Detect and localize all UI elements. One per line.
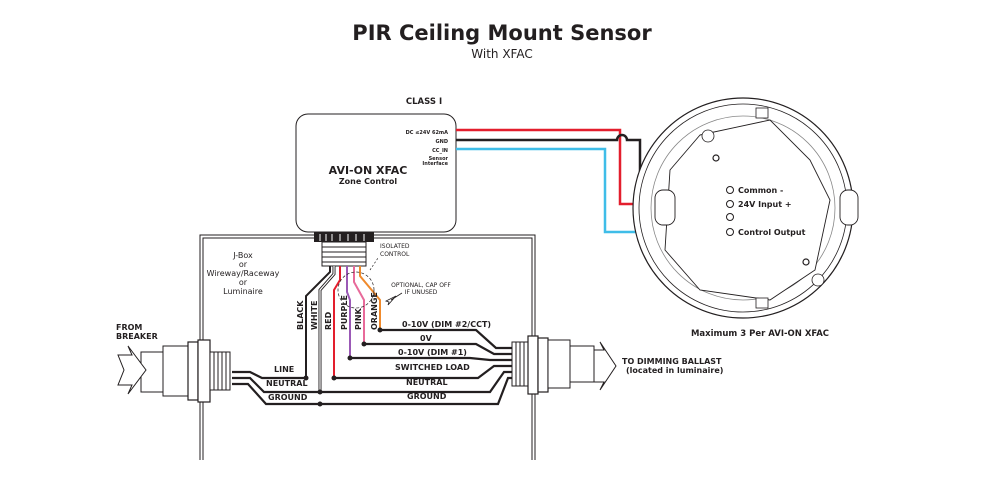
svg-text:Common -: Common - <box>738 186 783 195</box>
svg-text:WHITE: WHITE <box>310 301 319 330</box>
svg-text:Luminaire: Luminaire <box>223 287 263 296</box>
svg-text:BREAKER: BREAKER <box>116 332 158 341</box>
isolated-control-label: ISOLATED CONTROL <box>380 243 410 258</box>
class-label: CLASS I <box>406 97 442 107</box>
wire-orange <box>359 266 381 330</box>
jbox-label: J-Box or Wireway/Raceway or Luminaire <box>207 251 280 296</box>
svg-text:DC ≤24V 62mA: DC ≤24V 62mA <box>406 130 448 136</box>
isolated-control-pointer <box>369 257 379 271</box>
svg-text:NEUTRAL: NEUTRAL <box>406 378 448 387</box>
diagram-title: PIR Ceiling Mount Sensor <box>352 21 652 45</box>
sensor-terminals <box>726 186 734 236</box>
svg-text:PURPLE: PURPLE <box>340 295 349 330</box>
sensor-caption: Maximum 3 Per AVI-ON XFAC <box>691 329 829 339</box>
junction-dots <box>303 327 383 407</box>
from-breaker-label: FROM BREAKER <box>116 323 158 341</box>
lead-wires <box>305 266 381 392</box>
wire-pink <box>353 266 365 344</box>
svg-text:24V Input +: 24V Input + <box>738 200 792 209</box>
svg-text:0-10V (DIM #1): 0-10V (DIM #1) <box>398 348 467 357</box>
svg-text:OPTIONAL, CAP OFF: OPTIONAL, CAP OFF <box>391 282 451 289</box>
svg-text:CC_IN: CC_IN <box>432 148 448 154</box>
svg-text:Control Output: Control Output <box>738 228 806 237</box>
pir-sensor-base <box>632 97 859 319</box>
wire-black <box>305 266 331 378</box>
left-circuit-wires <box>232 370 320 406</box>
svg-text:ISOLATED: ISOLATED <box>380 243 410 250</box>
svg-text:GROUND: GROUND <box>407 392 447 401</box>
svg-text:GROUND: GROUND <box>268 393 308 402</box>
svg-text:LINE: LINE <box>274 365 294 374</box>
svg-text:PINK: PINK <box>354 307 363 330</box>
svg-text:CONTROL: CONTROL <box>380 251 410 258</box>
svg-text:Sensor: Sensor <box>429 156 449 162</box>
optional-arrow-icon <box>384 292 403 306</box>
terminal-control <box>726 228 734 236</box>
terminal-common <box>726 186 734 194</box>
terminal-unused <box>726 213 734 221</box>
controller-terminal-labels: DC ≤24V 62mA GND CC_IN Sensor Interface <box>406 130 449 167</box>
svg-text:or: or <box>239 278 248 287</box>
xfac-controller-box <box>295 113 457 233</box>
sensor-terminal-labels: Common - 24V Input + Control Output <box>738 186 806 237</box>
isolated-control-marker <box>337 271 375 309</box>
left-circuit-labels: LINE NEUTRAL GROUND <box>266 365 308 402</box>
terminal-24v <box>726 200 734 208</box>
wire-common-black <box>456 133 728 192</box>
wire-red <box>333 266 341 378</box>
controller-name: AVI-ON XFAC <box>329 164 408 177</box>
left-conduit-fitting <box>140 339 231 403</box>
svg-text:NEUTRAL: NEUTRAL <box>266 379 308 388</box>
svg-text:(located in luminaire): (located in luminaire) <box>626 366 723 375</box>
svg-text:BLACK: BLACK <box>296 300 305 330</box>
svg-text:Interface: Interface <box>422 161 448 167</box>
svg-text:GND: GND <box>436 139 448 145</box>
svg-text:RED: RED <box>324 311 333 330</box>
wire-purple <box>346 266 351 358</box>
to-ballast-label: TO DIMMING BALLAST (located in luminaire… <box>622 357 723 375</box>
controller-subname: Zone Control <box>339 177 398 186</box>
to-ballast-arrow-icon <box>593 341 617 391</box>
circuit-labels: 0-10V (DIM #2/CCT) 0V 0-10V (DIM #1) SWI… <box>395 320 491 401</box>
svg-text:or: or <box>239 260 248 269</box>
svg-text:ORANGE: ORANGE <box>370 292 379 330</box>
svg-text:J-Box: J-Box <box>232 251 253 260</box>
optional-cap-label: OPTIONAL, CAP OFF IF UNUSED <box>391 282 451 296</box>
lead-wire-labels: BLACK WHITE RED PURPLE PINK ORANGE <box>296 292 379 330</box>
right-conduit-fitting <box>511 335 595 395</box>
svg-text:0V: 0V <box>420 334 433 343</box>
controller-conduit-fitting <box>314 232 374 267</box>
svg-text:0-10V (DIM #2/CCT): 0-10V (DIM #2/CCT) <box>402 320 491 329</box>
svg-text:FROM: FROM <box>116 323 142 332</box>
svg-text:TO DIMMING BALLAST: TO DIMMING BALLAST <box>622 357 722 366</box>
svg-text:Wireway/Raceway: Wireway/Raceway <box>207 269 280 278</box>
svg-text:SWITCHED LOAD: SWITCHED LOAD <box>395 363 470 372</box>
svg-text:IF UNUSED: IF UNUSED <box>405 289 438 296</box>
right-circuit-wires <box>320 328 512 406</box>
diagram-subtitle: With XFAC <box>471 47 532 61</box>
from-breaker-arrow-icon <box>117 345 147 395</box>
